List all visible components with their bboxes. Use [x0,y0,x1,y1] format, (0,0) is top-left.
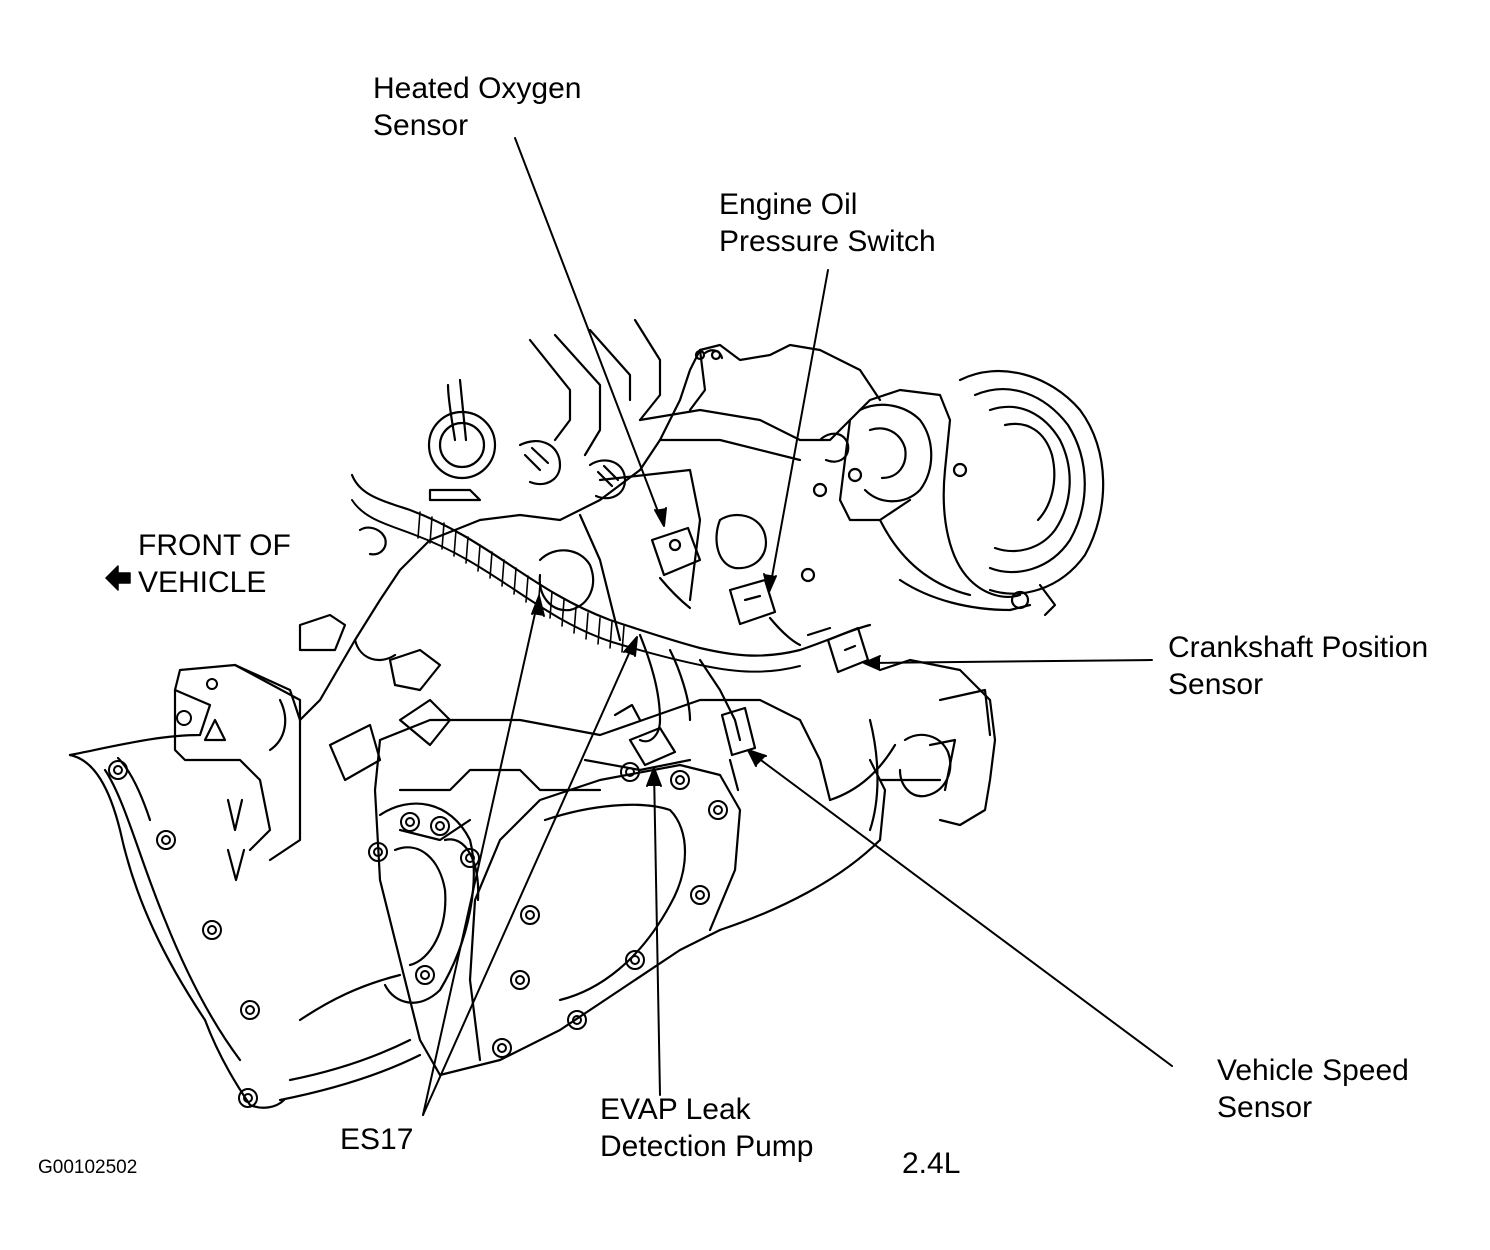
front-of-vehicle-line2: VEHICLE [138,566,267,599]
heated-oxygen-sensor-line2: Sensor [373,109,469,142]
crankshaft-position-sensor-label: Crankshaft Position Sensor [1168,629,1428,703]
engine-oil-pressure-switch-line1: Engine Oil [719,188,858,221]
vehicle-speed-sensor-label: Vehicle Speed Sensor [1217,1052,1409,1126]
heated-oxygen-sensor-label: Heated Oxygen Sensor [373,70,581,144]
crankshaft-position-sensor-line2: Sensor [1168,668,1264,701]
vehicle-speed-sensor-line1: Vehicle Speed [1217,1054,1409,1087]
evap-leak-detection-pump-line1: EVAP Leak [600,1093,751,1126]
left-arrow-icon [105,565,131,591]
engine-oil-pressure-switch-label: Engine Oil Pressure Switch [719,186,936,260]
front-of-vehicle-label: FRONT OF VEHICLE [138,527,291,601]
engine-line-art [68,137,1173,1116]
evap-leak-detection-pump-line2: Detection Pump [600,1130,814,1163]
evap-leak-detection-pump-label: EVAP Leak Detection Pump [600,1091,813,1165]
engine-size-label: 2.4L [902,1147,961,1180]
cover-bolts [368,762,728,1058]
front-of-vehicle-line1: FRONT OF [138,529,291,562]
es17-label: ES17 [340,1123,414,1156]
leader-lines [422,137,1173,1116]
vehicle-speed-sensor-line2: Sensor [1217,1091,1313,1124]
engine-oil-pressure-switch-line2: Pressure Switch [719,225,936,258]
crankshaft-position-sensor-line1: Crankshaft Position [1168,631,1429,664]
heated-oxygen-sensor-line1: Heated Oxygen [373,72,582,105]
figure-id-label: G00102502 [38,1157,138,1178]
transaxle-bolts [108,678,260,1108]
